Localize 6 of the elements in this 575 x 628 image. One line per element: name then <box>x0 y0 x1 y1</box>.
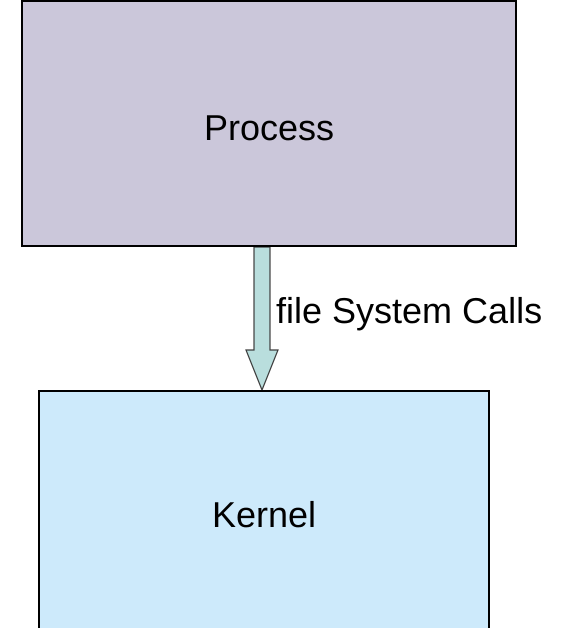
edge-label: file System Calls <box>276 289 544 333</box>
process-box <box>38 390 490 628</box>
box-label: Process <box>204 106 334 148</box>
process-box <box>21 0 517 247</box>
box-label: Kernel <box>212 494 316 536</box>
block-arrow <box>245 246 279 392</box>
